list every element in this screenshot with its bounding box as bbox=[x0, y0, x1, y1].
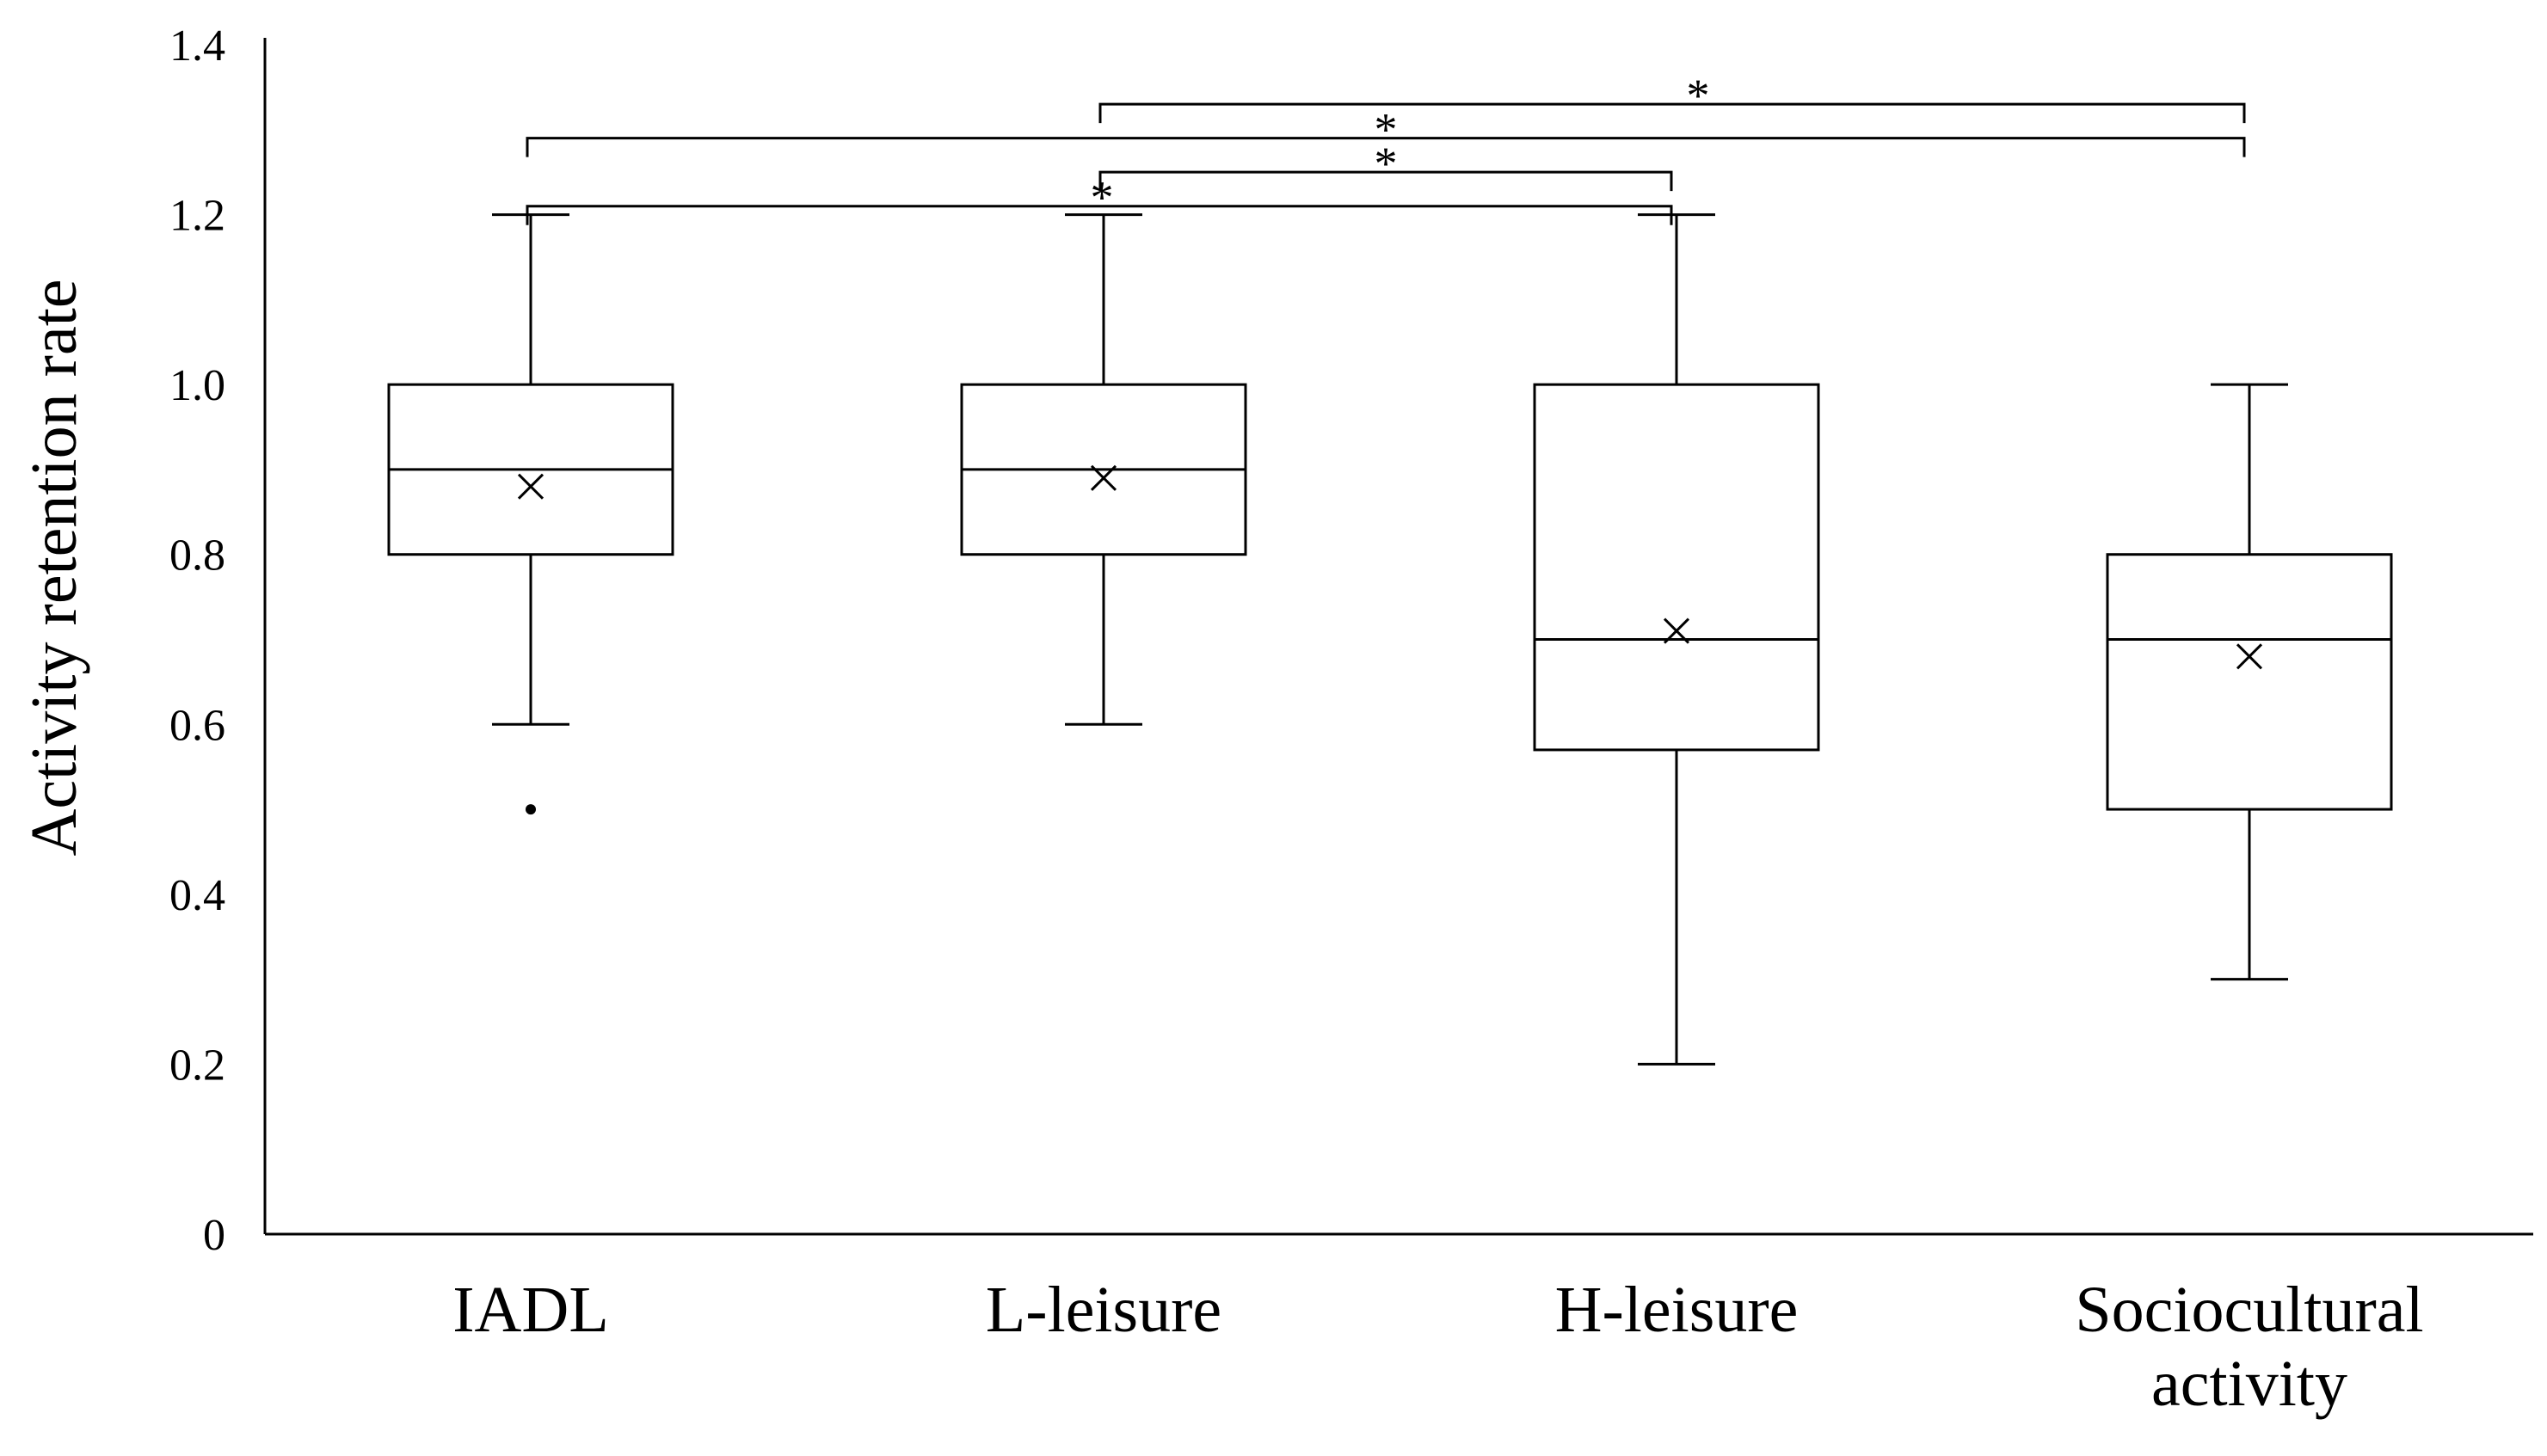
y-axis-label: Activity retention rate bbox=[18, 279, 90, 856]
box-iqr bbox=[1533, 383, 1820, 752]
y-tick-label: 1.4 bbox=[169, 22, 225, 71]
x-category-label: Sociocultural bbox=[2075, 1274, 2423, 1346]
significance-star: * bbox=[1687, 70, 1710, 121]
y-tick-label: 0.2 bbox=[169, 1041, 225, 1090]
significance-bracket: * bbox=[1098, 138, 1673, 192]
box-group bbox=[387, 213, 674, 815]
box-iqr bbox=[2106, 553, 2393, 811]
significance-star: * bbox=[1091, 172, 1114, 224]
x-category-label: L-leisure bbox=[986, 1274, 1221, 1346]
x-category-label: activity bbox=[2151, 1348, 2347, 1420]
mean-marker bbox=[517, 473, 544, 500]
x-category-label: H-leisure bbox=[1555, 1274, 1799, 1346]
significance-bracket: * bbox=[526, 172, 1673, 225]
box-series bbox=[387, 213, 2393, 1066]
significance-brackets: **** bbox=[526, 70, 2246, 225]
outlier-point bbox=[526, 804, 536, 815]
significance-star: * bbox=[1375, 138, 1398, 189]
y-tick-label: 0.4 bbox=[169, 871, 225, 920]
y-tick-labels: 0 0.2 0.4 0.6 0.8 1.0 1.2 1.4 bbox=[169, 22, 225, 1260]
mean-marker bbox=[2236, 643, 2263, 670]
mean-marker bbox=[1663, 617, 1690, 644]
box-group bbox=[2106, 383, 2393, 981]
y-tick-label: 1.0 bbox=[169, 361, 225, 410]
y-tick-label: 0 bbox=[203, 1211, 225, 1260]
box-group bbox=[960, 213, 1247, 726]
axes bbox=[263, 38, 2533, 1236]
significance-bracket: * bbox=[526, 104, 2246, 157]
x-category-label: IADL bbox=[452, 1274, 609, 1346]
y-tick-label: 0.8 bbox=[169, 531, 225, 581]
y-tick-label: 0.6 bbox=[169, 701, 225, 750]
box-group bbox=[1533, 213, 1820, 1066]
significance-bracket: * bbox=[1098, 70, 2246, 124]
significance-star: * bbox=[1375, 104, 1398, 156]
mean-marker bbox=[1090, 464, 1117, 491]
y-tick-label: 1.2 bbox=[169, 192, 225, 241]
x-category-labels: IADL L-leisure H-leisure Socioculturalactiv… bbox=[452, 1274, 2423, 1420]
